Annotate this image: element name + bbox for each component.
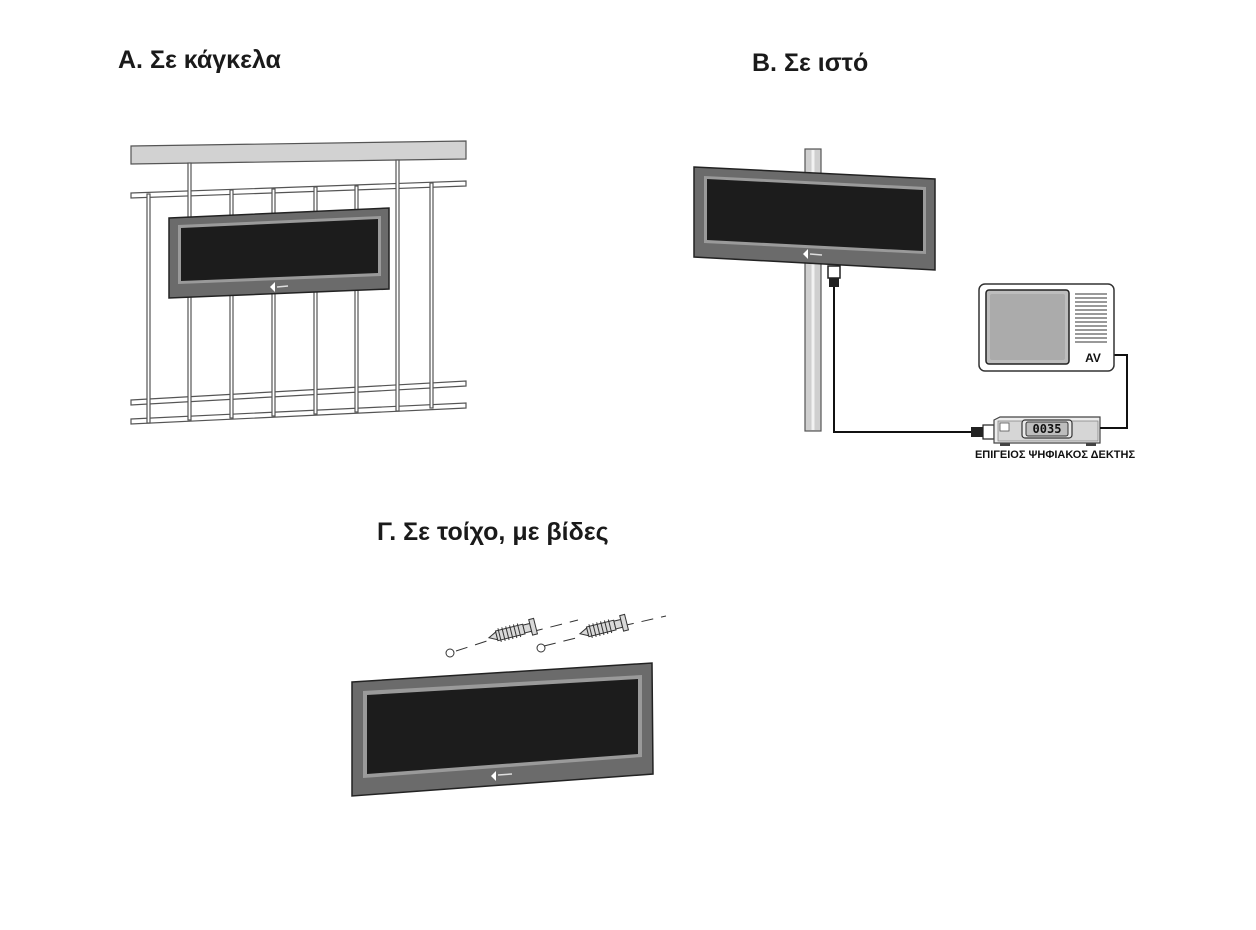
receiver-display: 0035 [1033, 422, 1062, 436]
brand-logo-icon [803, 249, 823, 259]
coax-connector-icon [827, 265, 841, 287]
antenna-on-wall [351, 662, 654, 797]
wall-hole-icon [445, 648, 455, 658]
wall-hole-icon [536, 643, 546, 653]
heading-railing-mount: Α. Σε κάγκελα [118, 46, 281, 74]
receiver-card-slot-icon [999, 422, 1010, 432]
coax-cable [833, 287, 973, 433]
av-cable [1100, 354, 1128, 429]
screw-icon [578, 613, 630, 639]
cable-plug-icon [971, 427, 983, 437]
digital-receiver: 0035 [993, 416, 1101, 446]
antenna-on-railing [168, 207, 390, 299]
brand-logo-icon [270, 282, 289, 292]
receiver-label: ΕΠΙΓΕΙΟΣ ΨΗΦΙΑΚΟΣ ΔΕΚΤΗΣ [975, 449, 1136, 461]
railing-mount-illustration [130, 140, 467, 425]
screw-icon [487, 617, 539, 643]
antenna-on-mast [693, 166, 936, 271]
wall-mount-illustration [351, 613, 667, 797]
heading-wall-mount: Γ. Σε τοίχο, με βίδες [377, 518, 609, 546]
tv-speaker-grille [1075, 293, 1107, 343]
railing-bars [130, 180, 467, 425]
brand-logo-icon [491, 771, 513, 781]
heading-mast-mount: Β. Σε ιστό [752, 49, 869, 77]
mast-mount-illustration: 0035 ΕΠΙΓΕΙΟΣ ΨΗΦΙΑΚΟΣ ΔΕΚΤΗΣ [693, 148, 1136, 461]
tv-set: AV [978, 283, 1115, 372]
tv-av-input-label: AV [1085, 351, 1101, 365]
